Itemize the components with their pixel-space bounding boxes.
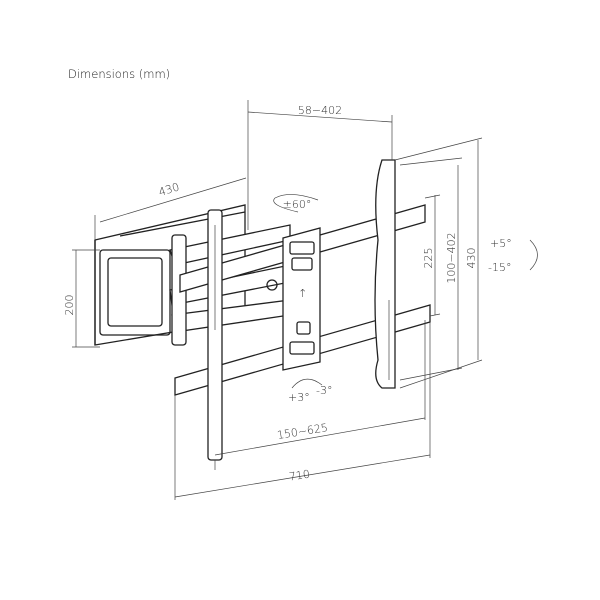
center-plate: ↑ — [282, 227, 321, 371]
swing-arms — [169, 224, 291, 346]
label-rail-height: 430 — [465, 248, 478, 269]
label-bar-width: 710 — [288, 467, 311, 483]
arrow-up-icon: ↑ — [298, 287, 307, 300]
label-swivel: ±60° — [283, 198, 312, 211]
label-inner-vertical: 225 — [422, 248, 435, 269]
label-vesa-horizontal: 150~625 — [276, 421, 329, 442]
label-arm-extension: 58~402 — [298, 104, 342, 117]
label-tilt-down: -15° — [488, 261, 511, 274]
label-level-plus: +3° — [288, 391, 310, 404]
label-wall-plate-width: 430 — [157, 180, 181, 199]
label-level-minus: -3° — [316, 384, 332, 397]
right-rail — [374, 159, 396, 389]
left-rail — [207, 209, 223, 461]
label-vesa-vertical: 100~402 — [445, 232, 458, 283]
label-tilt-up: +5° — [490, 237, 512, 250]
diagram-title: Dimensions (mm) — [68, 67, 170, 81]
dimension-lines — [72, 100, 538, 500]
label-wall-plate-height: 200 — [63, 295, 76, 316]
